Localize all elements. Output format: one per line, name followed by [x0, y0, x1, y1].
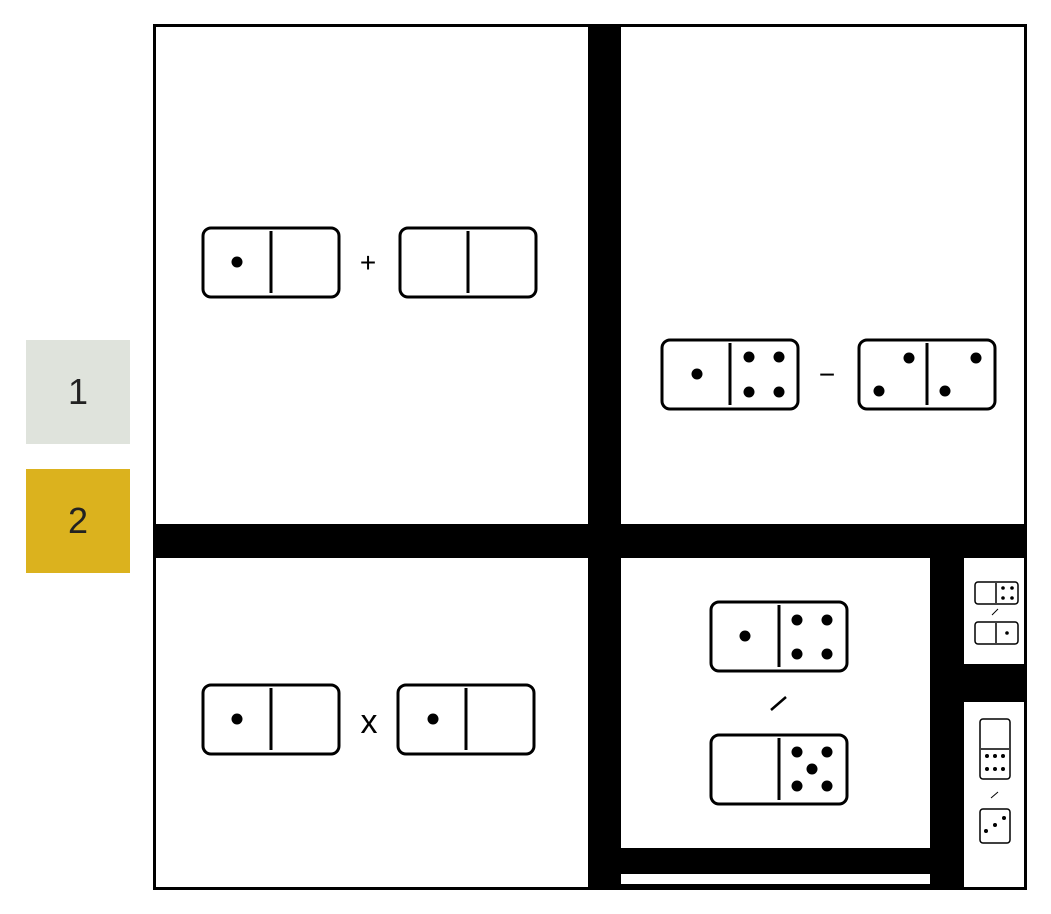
domino-division-1[interactable]: [709, 600, 849, 673]
nav-button-2[interactable]: 2: [26, 469, 130, 573]
pip: [1010, 596, 1014, 600]
panel-division-small-b: [979, 718, 1011, 844]
operator-plus: +: [360, 247, 376, 278]
pip: [821, 614, 833, 626]
panel-addition: +: [201, 226, 538, 299]
pip: [993, 823, 997, 827]
pip: [985, 754, 989, 758]
pip: [806, 763, 818, 775]
pip: [743, 386, 755, 398]
panel-division: [709, 600, 849, 806]
pip: [1010, 586, 1014, 590]
pip: [970, 352, 982, 364]
domino-addition-2[interactable]: [398, 226, 538, 299]
pip: [993, 767, 997, 771]
domino-small-a-1[interactable]: [974, 581, 1019, 605]
pip: [791, 648, 803, 660]
pip: [873, 385, 885, 397]
domino-division-2[interactable]: [709, 733, 849, 806]
board-frame: [153, 24, 1027, 890]
pip: [1002, 816, 1006, 820]
pip: [691, 368, 703, 380]
pip: [1001, 586, 1005, 590]
domino-subtraction-1[interactable]: [660, 338, 800, 411]
domino-small-a-2[interactable]: [974, 621, 1019, 645]
domino-multiplication-1[interactable]: [201, 683, 341, 756]
operator-times: x: [361, 703, 378, 741]
panel-division-small-a: [974, 581, 1019, 645]
panel-multiplication: x: [201, 683, 536, 756]
domino-small-b-2[interactable]: [979, 808, 1011, 844]
pip: [791, 746, 803, 758]
pip: [821, 780, 833, 792]
domino-multiplication-2[interactable]: [396, 683, 536, 756]
pip: [1001, 596, 1005, 600]
operator-divide-small-b: [990, 791, 999, 799]
pip: [739, 630, 751, 642]
pip: [791, 780, 803, 792]
pip: [773, 386, 785, 398]
pip: [985, 767, 989, 771]
pip: [939, 385, 951, 397]
domino-addition-1[interactable]: [201, 226, 341, 299]
pip: [231, 256, 243, 268]
pip: [1001, 754, 1005, 758]
operator-divide-small-a: [991, 608, 999, 616]
pip: [743, 351, 755, 363]
pip: [791, 614, 803, 626]
pip: [903, 352, 915, 364]
pip: [821, 648, 833, 660]
pip: [231, 713, 243, 725]
pip: [773, 351, 785, 363]
operator-minus: −: [819, 359, 835, 390]
pip: [821, 746, 833, 758]
panel-subtraction: −: [660, 338, 997, 411]
nav-button-2-label: 2: [67, 500, 89, 541]
operator-divide: [770, 696, 787, 711]
pip: [1001, 767, 1005, 771]
domino-subtraction-2[interactable]: [857, 338, 997, 411]
pip: [427, 713, 439, 725]
pip: [993, 754, 997, 758]
domino-small-b-1[interactable]: [979, 718, 1011, 780]
pip: [1005, 631, 1009, 635]
nav-button-1-label: 1: [67, 371, 89, 412]
nav-button-1[interactable]: 1: [26, 340, 130, 444]
pip: [984, 829, 988, 833]
